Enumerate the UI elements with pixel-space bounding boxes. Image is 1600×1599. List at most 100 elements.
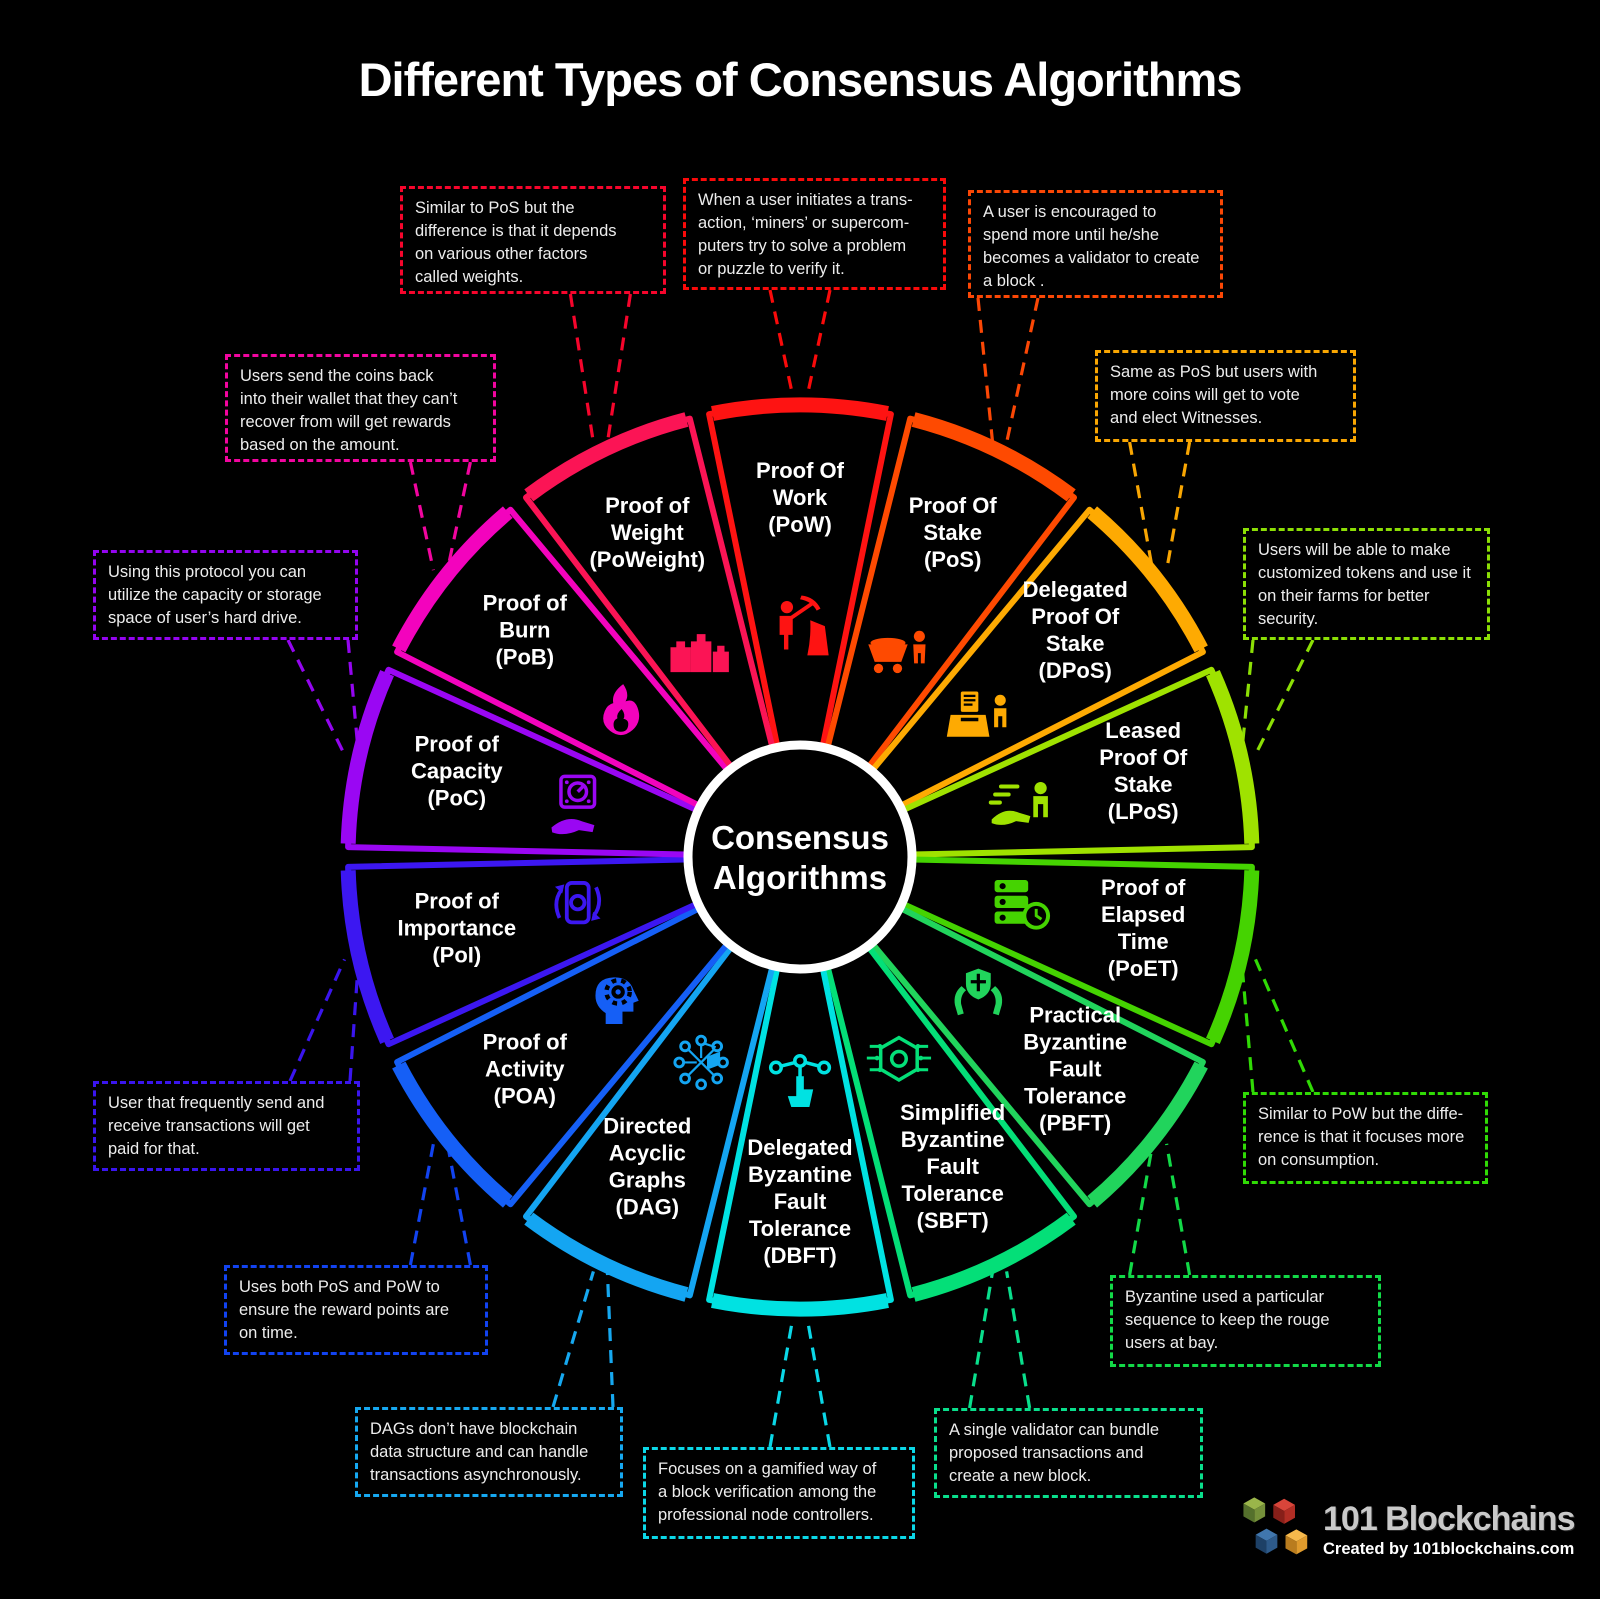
callout-pob: Users send the coins back into their wal… <box>225 354 496 462</box>
shield-hands-icon <box>954 968 1003 1016</box>
leader-line <box>408 461 435 571</box>
callout-poa: Uses both PoS and PoW to ensure the rewa… <box>224 1265 488 1355</box>
lease-hand-icon <box>988 781 1048 825</box>
cube-orange <box>1285 1529 1308 1555</box>
callout-poet: Similar to PoW but the diffe- rence is t… <box>1243 1092 1488 1184</box>
callout-text: Using this protocol you can utilize the … <box>108 563 322 627</box>
callout-pos: A user is encouraged to spend more until… <box>968 190 1223 298</box>
leader-line <box>805 1316 832 1448</box>
callout-text: A single validator can bundle proposed t… <box>949 1421 1160 1485</box>
callout-dag: DAGs don’t have blockchain data structur… <box>355 1407 623 1497</box>
brand-name: 101 Blockchains <box>1323 1500 1575 1538</box>
miner-icon <box>779 595 829 656</box>
leader-lines <box>286 289 1315 1448</box>
page-title: Different Types of Consensus Algorithms <box>358 53 1243 106</box>
leader-line <box>768 289 795 398</box>
center-title-line1: Consensus <box>711 819 889 856</box>
callout-text: Byzantine used a particular sequence to … <box>1125 1288 1330 1352</box>
chip-icon <box>866 1035 932 1082</box>
cube-red <box>1273 1498 1295 1524</box>
leader-line <box>1165 1143 1192 1276</box>
leader-line <box>1254 958 1315 1093</box>
leader-line <box>605 1271 615 1408</box>
mine-cart-icon <box>868 630 926 674</box>
ballot-box-icon <box>946 691 1007 737</box>
leader-line <box>976 297 995 443</box>
callout-poc: Using this protocol you can utilize the … <box>93 550 358 640</box>
leader-line <box>1005 297 1040 443</box>
leader-line <box>288 958 346 1082</box>
leader-line <box>551 1270 595 1408</box>
callout-sbft: A single validator can bundle proposed t… <box>934 1408 1203 1498</box>
leader-line <box>805 289 832 398</box>
money-swap-icon <box>554 881 602 925</box>
leader-line <box>568 293 595 443</box>
leader-line <box>1239 959 1255 1093</box>
callout-text: A user is encouraged to spend more until… <box>983 203 1200 290</box>
nodes-hand-icon <box>768 1053 832 1107</box>
graph-network-icon <box>673 1034 729 1091</box>
callout-text: Similar to PoW but the diffe- rence is t… <box>1258 1105 1465 1169</box>
leader-line <box>1005 1271 1032 1409</box>
callout-dpos: Same as PoS but users with more coins wi… <box>1095 350 1356 442</box>
callout-poi: User that frequently send and receive tr… <box>93 1081 360 1171</box>
callout-text: User that frequently send and receive tr… <box>108 1094 325 1158</box>
head-gear-icon <box>595 977 639 1025</box>
callout-text: Similar to PoS but the difference is tha… <box>415 199 617 286</box>
leader-line <box>1165 441 1192 571</box>
callout-text: Uses both PoS and PoW to ensure the rewa… <box>239 1278 450 1342</box>
leader-line <box>968 1271 995 1409</box>
brand-credit: Created by 101blockchains.com <box>1323 1540 1575 1558</box>
storage-hand-icon <box>551 774 597 835</box>
callout-text: Users send the coins back into their wal… <box>240 367 458 454</box>
leader-line <box>346 639 361 755</box>
leader-line <box>408 1143 435 1266</box>
weights-icon <box>670 634 729 673</box>
callout-text: Same as PoS but users with more coins wi… <box>1110 363 1318 427</box>
leader-line <box>1239 639 1255 755</box>
callout-pbft: Byzantine used a particular sequence to … <box>1110 1275 1381 1367</box>
callout-text: Focuses on a gamified way of a block ver… <box>658 1460 877 1524</box>
leader-line <box>1254 639 1315 756</box>
brand-logo-cubes <box>1243 1497 1308 1555</box>
center-title-line2: Algorithms <box>713 859 887 896</box>
flame-icon <box>603 684 640 736</box>
callout-lpos: Users will be able to make customized to… <box>1243 528 1490 640</box>
callout-dbft: Focuses on a gamified way of a block ver… <box>643 1447 915 1539</box>
callout-text: DAGs don’t have blockchain data structur… <box>370 1420 589 1484</box>
callout-text: When a user initiates a trans- action, ‘… <box>698 191 913 278</box>
cube-green <box>1243 1497 1266 1523</box>
leader-line <box>445 461 472 571</box>
server-clock-icon <box>994 880 1051 930</box>
cube-blue <box>1255 1528 1278 1554</box>
brand-logo: 101 Blockchains Created by 101blockchain… <box>1238 1492 1575 1568</box>
